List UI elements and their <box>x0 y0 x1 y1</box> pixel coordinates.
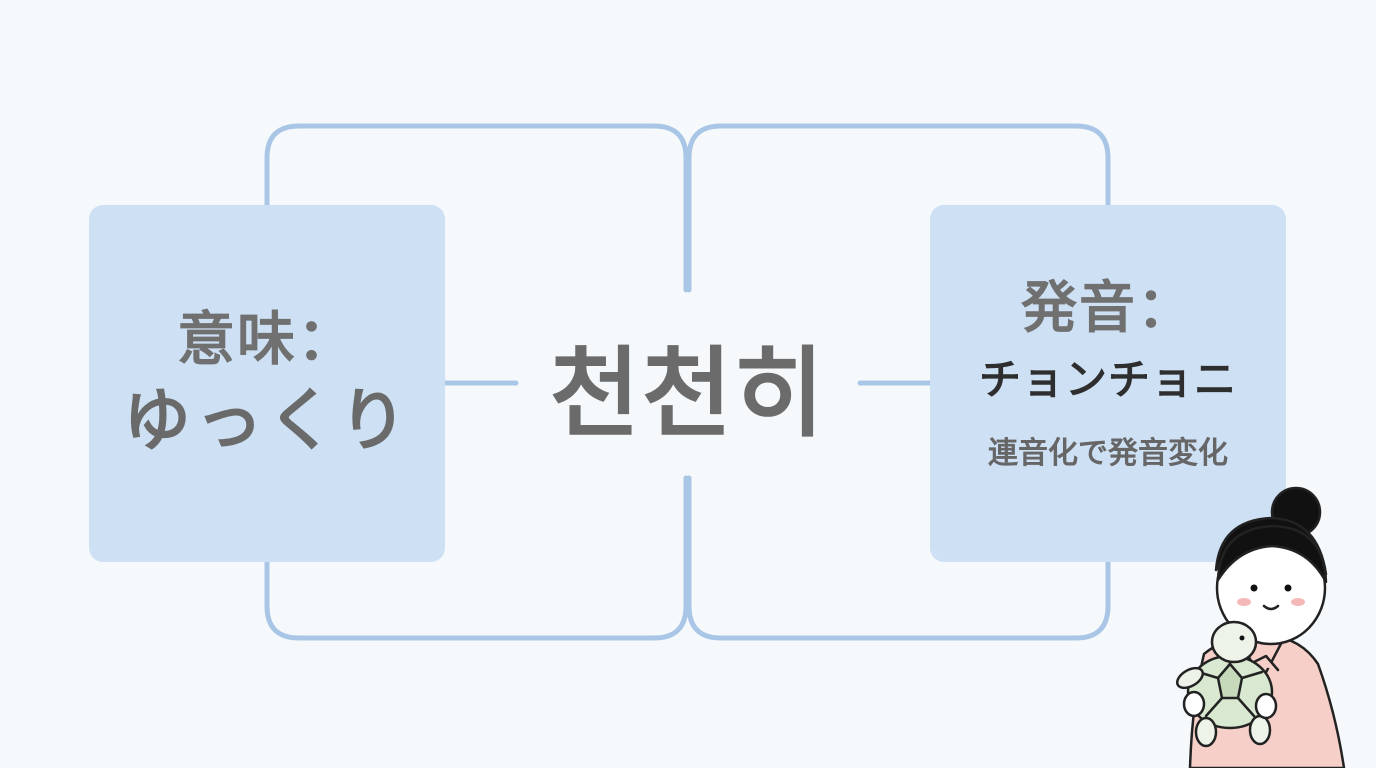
korean-word: 천천히 <box>549 337 827 451</box>
pronunciation-label: 発音： <box>1021 275 1195 341</box>
frame-right-bottom <box>686 475 1111 641</box>
pronunciation-note: 連音化で発音変化 <box>988 435 1228 471</box>
meaning-value: ゆっくり <box>122 381 411 461</box>
girl-holding-turtle-icon <box>1175 486 1346 768</box>
frame-left-bottom <box>264 475 689 641</box>
meaning-card: 意味： ゆっくり <box>89 205 445 562</box>
pronunciation-value: チョンチョニ <box>978 354 1237 404</box>
pronunciation-card: 発音： チョンチョニ 連音化で発音変化 <box>930 205 1286 562</box>
frame-left-top <box>264 123 689 293</box>
meaning-label: 意味： <box>176 304 357 373</box>
frame-right-top <box>686 123 1111 293</box>
